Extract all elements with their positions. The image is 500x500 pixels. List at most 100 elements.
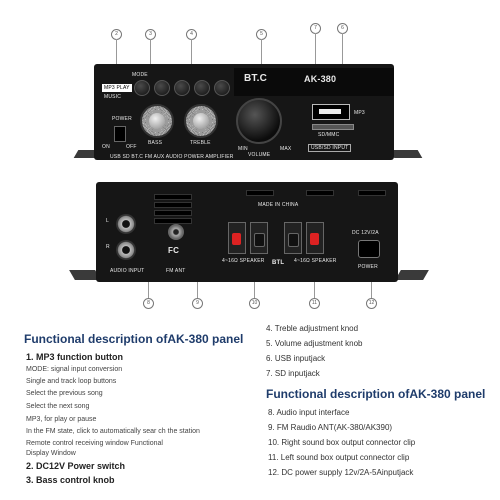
speaker-left-label: 4~16Ω SPEAKER bbox=[222, 258, 265, 264]
speaker-right-label: 4~16Ω SPEAKER bbox=[294, 258, 337, 264]
rear-panel: L R AUDIO INPUT FC FM ANT MADE IN CHINA … bbox=[96, 182, 398, 282]
fm-ant-jack[interactable] bbox=[168, 224, 184, 240]
list-item: 4. Treble adjustment knod bbox=[266, 324, 359, 333]
list-item: Single and track loop buttons bbox=[26, 378, 117, 385]
callout-line bbox=[315, 33, 316, 67]
model-label: AK-380 bbox=[304, 74, 337, 84]
speaker-terminal-right-neg[interactable] bbox=[228, 222, 246, 254]
list-item: 2. DC12V Power switch bbox=[26, 461, 126, 471]
list-item: In the FM state, click to automatically … bbox=[26, 428, 200, 435]
list-item: 5. Volume adjustment knob bbox=[266, 339, 363, 348]
knob-cap bbox=[192, 112, 210, 130]
loop-button[interactable] bbox=[154, 80, 170, 96]
fm-ant-label: FM ANT bbox=[166, 268, 186, 274]
list-item: MP3, for play or pause bbox=[26, 416, 97, 423]
list-item: 12. DC power supply 12v/2A-5Ainputjack bbox=[268, 468, 414, 477]
audio-input-label: AUDIO INPUT bbox=[110, 268, 145, 274]
min-label: MIN bbox=[238, 146, 248, 152]
vent-slot bbox=[246, 190, 274, 196]
callout-11: 11 bbox=[309, 298, 320, 309]
music-label: MUSIC bbox=[104, 94, 122, 100]
callout-9: 9 bbox=[192, 298, 203, 309]
off-label: OFF bbox=[126, 144, 137, 150]
list-item: 8. Audio input interface bbox=[268, 408, 350, 417]
power-switch[interactable] bbox=[114, 126, 126, 142]
bass-knob[interactable] bbox=[140, 104, 174, 138]
list-item: Select the next song bbox=[26, 403, 90, 410]
list-item: 1. MP3 function button bbox=[26, 352, 123, 362]
sd-slot[interactable] bbox=[312, 124, 354, 130]
terminal-clip bbox=[254, 233, 265, 247]
callout-line bbox=[314, 282, 315, 298]
callout-10: 10 bbox=[249, 298, 260, 309]
vent-slot bbox=[154, 202, 192, 208]
mount-bracket-right bbox=[395, 270, 429, 280]
callout-line bbox=[116, 39, 117, 67]
knob-cap bbox=[148, 112, 166, 130]
front-panel: MP3 PLAY MUSIC POWER ON OFF MODE BASS TR… bbox=[94, 64, 394, 160]
callout-line bbox=[197, 282, 198, 298]
rear-power-label: POWER bbox=[358, 264, 378, 270]
speaker-terminal-right-pos[interactable] bbox=[250, 222, 268, 254]
bass-label: BASS bbox=[148, 140, 163, 146]
callout-line bbox=[254, 282, 255, 298]
previous-button[interactable] bbox=[174, 80, 190, 96]
max-label: MAX bbox=[280, 146, 292, 152]
vent-slot bbox=[154, 210, 192, 216]
next-button[interactable] bbox=[194, 80, 210, 96]
treble-knob[interactable] bbox=[184, 104, 218, 138]
vent-slot bbox=[306, 190, 334, 196]
r-label: R bbox=[106, 244, 110, 250]
mode-label: MODE bbox=[132, 72, 148, 78]
callout-12: 12 bbox=[366, 298, 377, 309]
list-item: MODE: signal input conversion bbox=[26, 366, 123, 373]
mode-button[interactable] bbox=[134, 80, 150, 96]
terminal-clip bbox=[288, 233, 299, 247]
mount-bracket-right bbox=[389, 150, 423, 158]
terminal-clip bbox=[310, 233, 319, 245]
volume-knob[interactable] bbox=[236, 98, 282, 144]
brand-label: BT.C bbox=[244, 73, 268, 84]
front-bottom-text: USB SD BT.C FM AUX AUDIO POWER AMPLIFIER bbox=[110, 154, 234, 160]
callout-line bbox=[342, 33, 343, 67]
dc-jack[interactable] bbox=[358, 240, 380, 258]
mp3-logo: MP3 PLAY bbox=[102, 84, 132, 92]
mp3-label: MP3 bbox=[354, 110, 365, 116]
usb-inner-icon bbox=[319, 109, 341, 114]
on-label: ON bbox=[102, 144, 110, 150]
treble-label: TREBLE bbox=[190, 140, 211, 146]
display-window: BT.C AK-380 bbox=[234, 68, 394, 96]
dc-label: DC 12V/2A bbox=[352, 230, 379, 236]
usbsd-label: USB/SD INPUT bbox=[308, 144, 352, 152]
list-item: 7. SD inputjack bbox=[266, 369, 320, 378]
rca-jack-right[interactable] bbox=[116, 240, 136, 260]
callout-8: 8 bbox=[143, 298, 154, 309]
list-item: 3. Bass control knob bbox=[26, 475, 115, 485]
l-label: L bbox=[106, 218, 109, 224]
callout-line bbox=[150, 39, 151, 67]
list-item: 11. Left sound box output connector clip bbox=[268, 453, 410, 462]
callout-line bbox=[148, 282, 149, 298]
volume-label: VOLUME bbox=[248, 152, 271, 158]
btl-label: BTL bbox=[272, 260, 285, 266]
made-in-china-label: MADE IN CHINA bbox=[258, 202, 299, 208]
list-item: 10. Right sound box output connector cli… bbox=[268, 438, 416, 447]
list-item: 9. FM Raudio ANT(AK-380/AK390) bbox=[268, 423, 393, 432]
list-item: Display Window bbox=[26, 450, 76, 457]
list-item: Remote control receiving window Function… bbox=[26, 440, 163, 447]
callout-line bbox=[371, 282, 372, 298]
terminal-clip bbox=[232, 233, 241, 245]
play-pause-button[interactable] bbox=[214, 80, 230, 96]
usb-jack[interactable] bbox=[312, 104, 350, 120]
speaker-terminal-left-pos[interactable] bbox=[306, 222, 324, 254]
speaker-terminal-left-neg[interactable] bbox=[284, 222, 302, 254]
left-heading: Functional description ofAK-380 panel bbox=[24, 332, 244, 346]
vent-slot bbox=[154, 194, 192, 200]
callout-line bbox=[191, 39, 192, 67]
vent-slot bbox=[358, 190, 386, 196]
vent-slot bbox=[154, 218, 192, 224]
rca-jack-left[interactable] bbox=[116, 214, 136, 234]
fc-logo: FC bbox=[168, 246, 180, 255]
list-item: 6. USB inputjack bbox=[266, 354, 326, 363]
right-heading: Functional description ofAK-380 panel bbox=[266, 387, 486, 401]
